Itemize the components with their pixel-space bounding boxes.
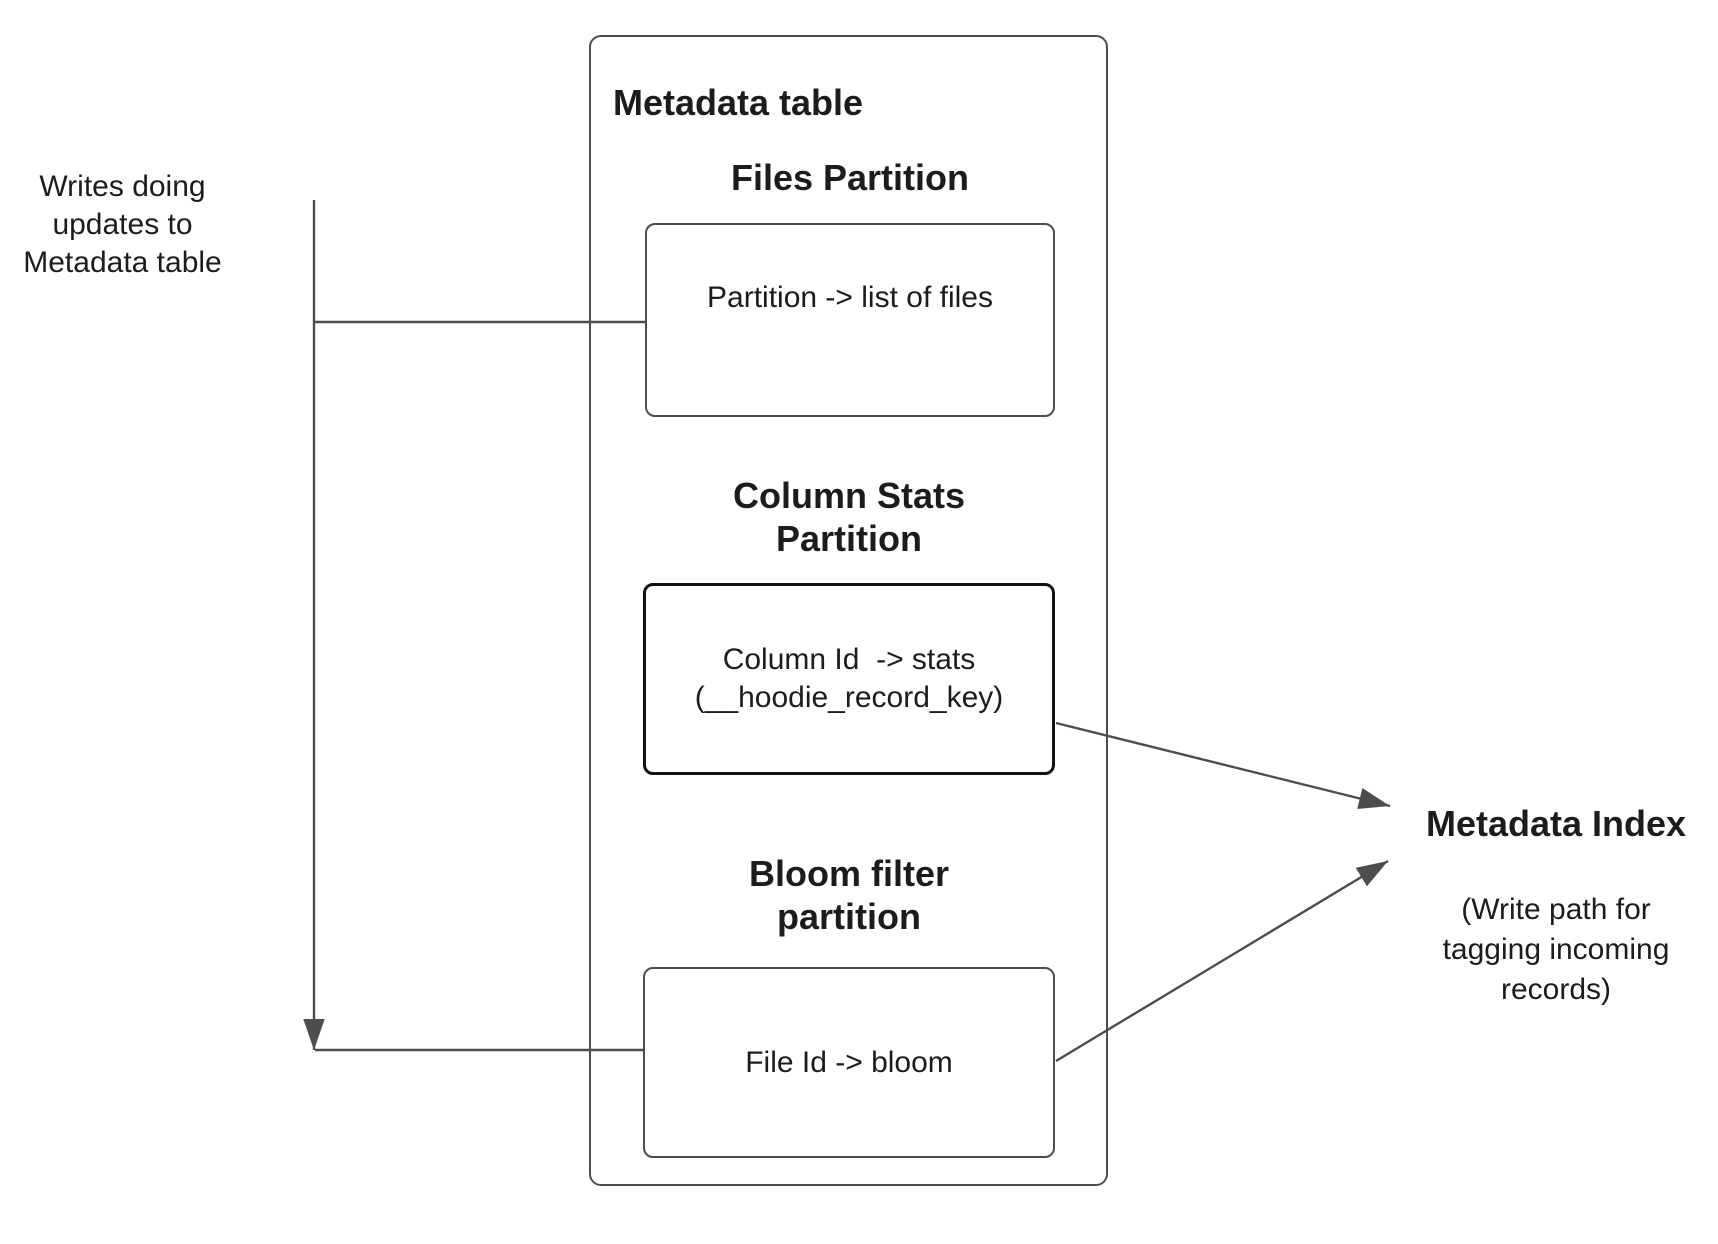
metadata-index-subtitle: (Write path for tagging incoming records… <box>1442 893 1670 1006</box>
files-partition-heading: Files Partition <box>730 157 970 198</box>
column-stats-partition-box: Column Id -> stats (__hoodie_record_key) <box>643 583 1055 775</box>
bloom-filter-partition-heading: Bloom filter partition <box>748 853 949 937</box>
metadata-table-title: Metadata table <box>613 82 864 123</box>
metadata-table-box <box>589 35 1108 1186</box>
column-stats-partition-content: Column Id -> stats (__hoodie_record_key) <box>694 643 1004 714</box>
files-partition-box: Partition -> list of files <box>645 223 1055 417</box>
stats-to-index-arrow <box>1055 721 1391 809</box>
metadata-index-title: Metadata Index <box>1425 803 1687 844</box>
bloom-to-index-arrow <box>1055 859 1389 1063</box>
bloom-filter-partition-content: File Id -> bloom <box>745 1045 953 1079</box>
files-partition-content: Partition -> list of files <box>707 281 993 314</box>
writes-note: Writes doing updates to Metadata table <box>23 170 222 279</box>
bloom-filter-partition-box: File Id -> bloom <box>643 967 1055 1158</box>
column-stats-partition-heading: Column Stats Partition <box>732 475 965 559</box>
